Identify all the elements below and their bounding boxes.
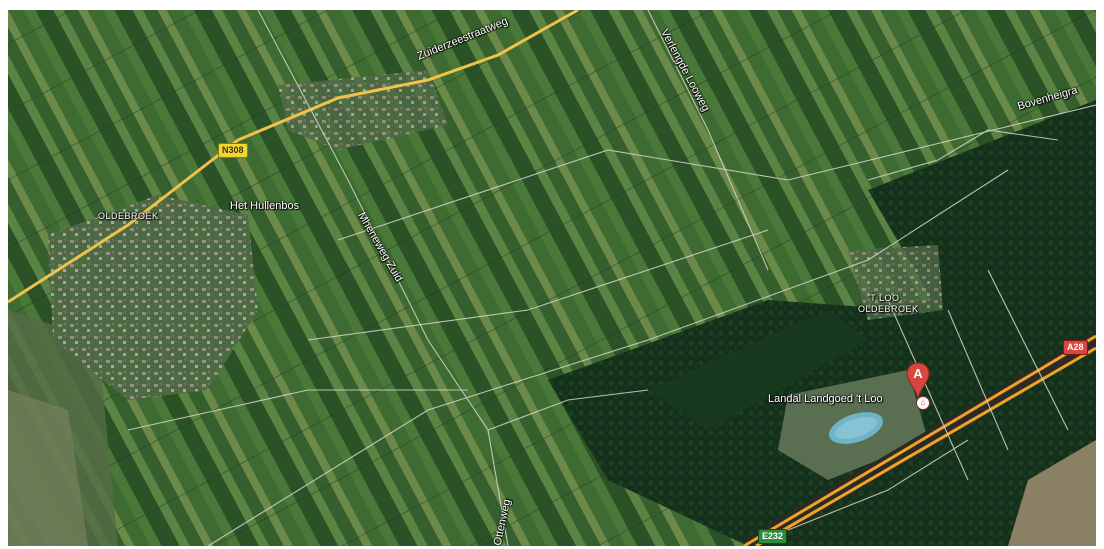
road-shield-a28: A28 — [1063, 340, 1088, 355]
satellite-map[interactable]: Zuiderzeestraatweg Verlengde Looweg Mhen… — [8, 10, 1096, 546]
road-shield-e232: E232 — [758, 529, 788, 544]
lodging-icon[interactable]: ⌂ — [916, 396, 930, 410]
road-shield-n308: N308 — [218, 143, 248, 158]
satellite-imagery — [8, 10, 1096, 546]
marker-letter: A — [913, 366, 923, 381]
